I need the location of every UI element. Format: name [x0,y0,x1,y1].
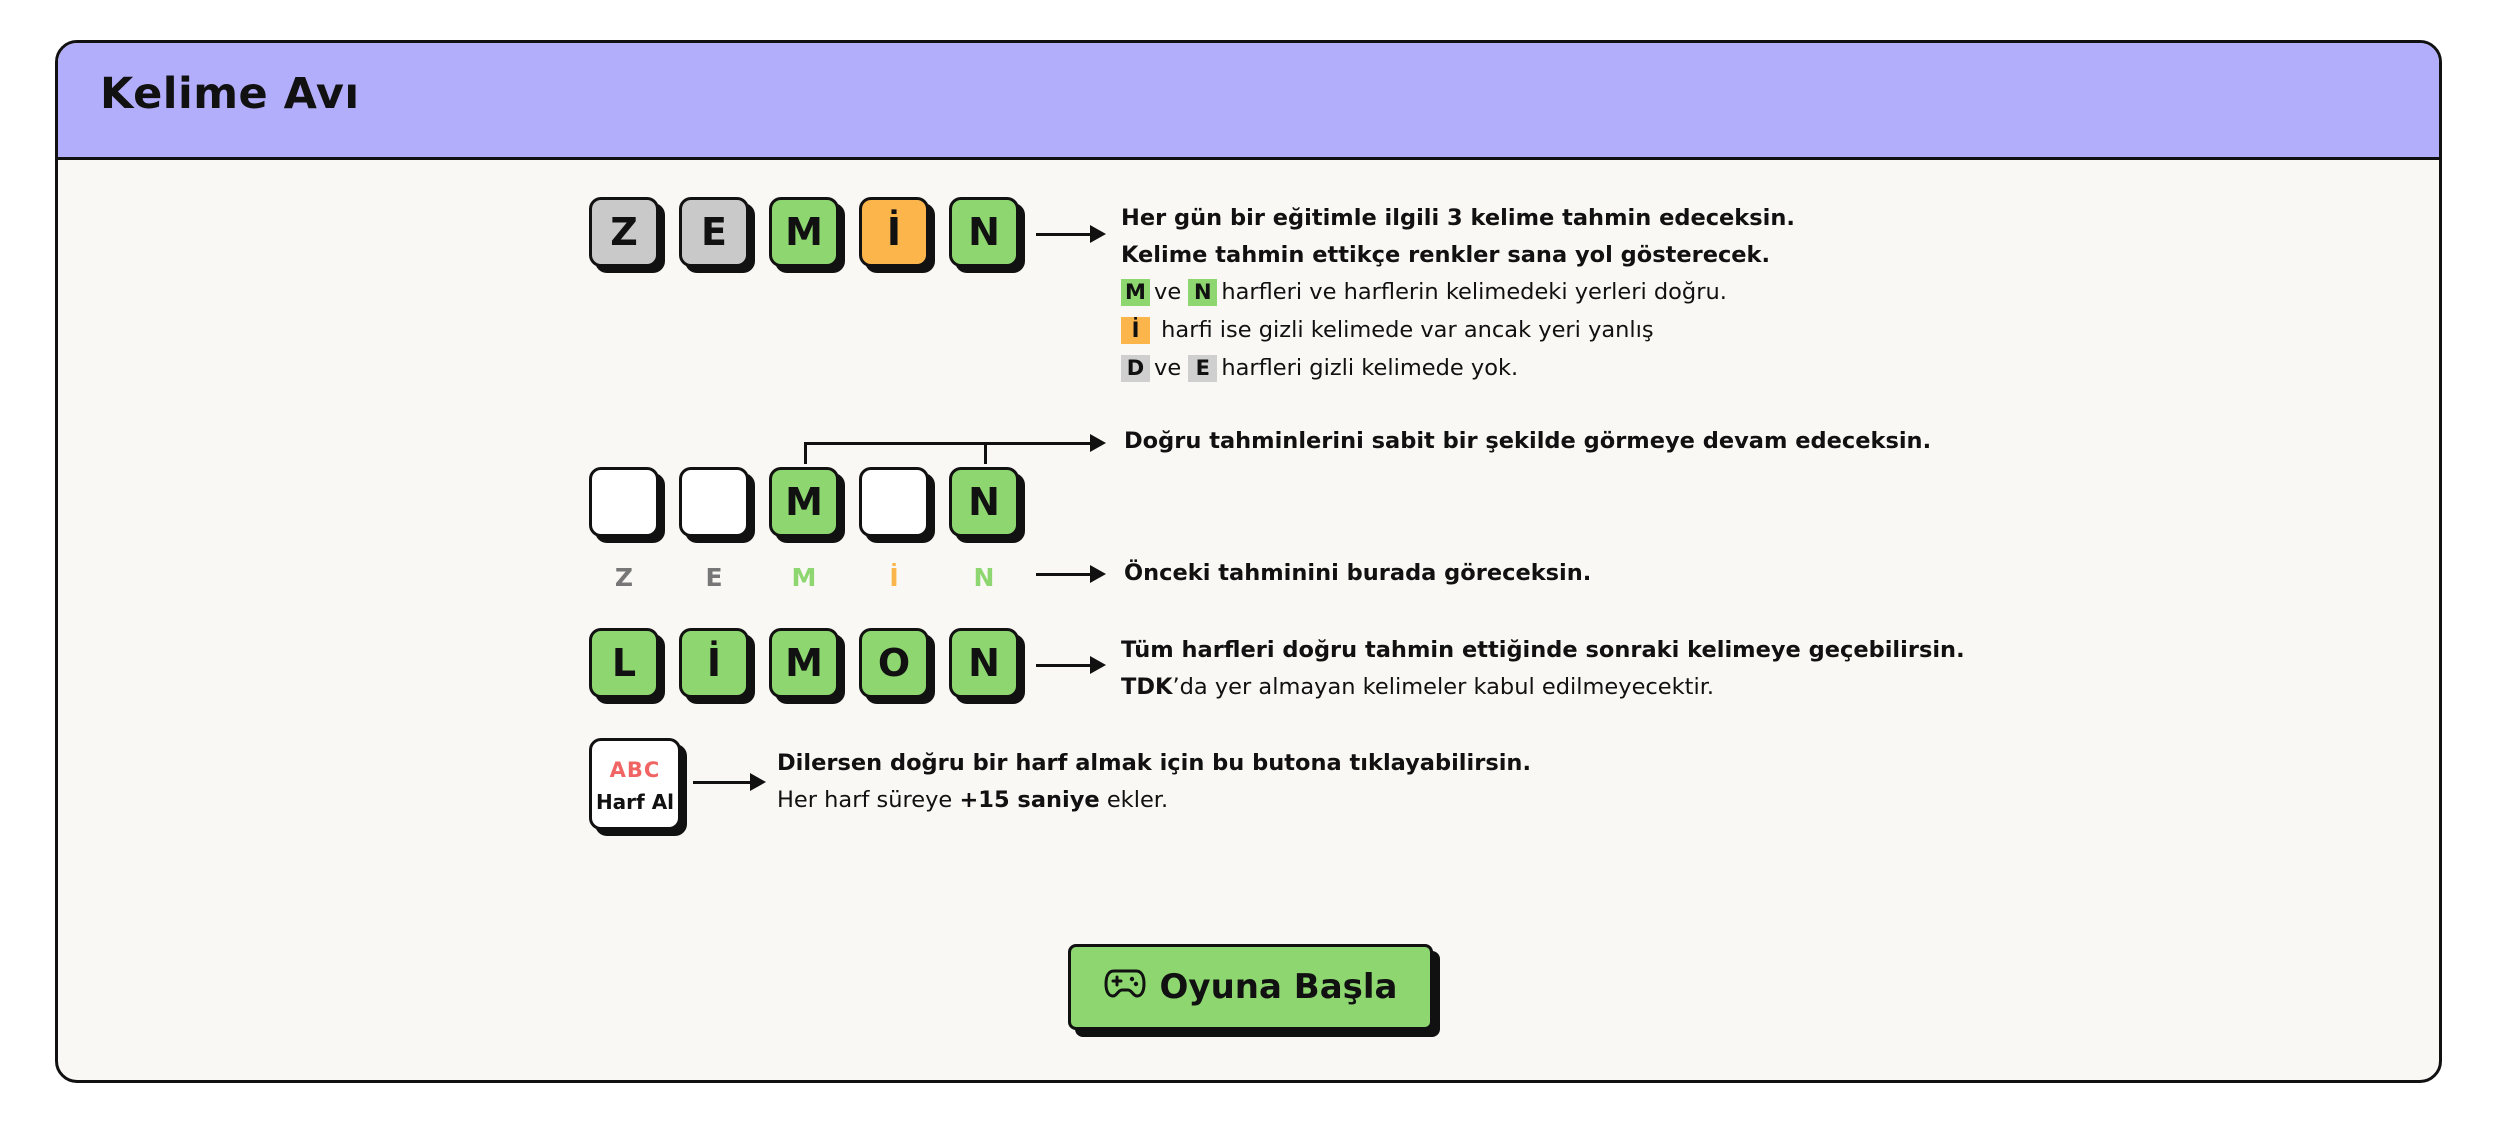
arrow-previous [1036,565,1106,583]
arrow-bracket [986,434,1106,452]
prev-letter-5: N [973,563,995,592]
bracket-right [984,442,987,464]
tile-row1-3: M [769,197,839,267]
row2-note: Doğru tahminlerini sabit bir şekilde gör… [1124,428,1932,454]
arrow-hint [693,773,766,791]
tile-row3-4: O [859,628,929,698]
tile-row3-5: N [949,628,1019,698]
row3-line1: Tüm harfleri doğru tahmin ettiğinde sonr… [1121,637,1965,663]
tile-row2-1 [589,467,659,537]
tile-row1-5: N [949,197,1019,267]
tile-row1-2: E [679,197,749,267]
bracket-top [804,442,987,445]
arrow-row3 [1036,656,1106,674]
ve-text-2: ve [1154,355,1182,381]
chip-d: D [1121,355,1150,382]
tile-row1-4: İ [859,197,929,267]
row1-line5-text: harfleri gizli kelimede yok. [1221,355,1519,381]
prev-letter-2: E [705,563,723,592]
start-game-button[interactable]: Oyuna Başla [1068,944,1433,1030]
row1-line4: İ harfi ise gizli kelimede var ancak yer… [1121,317,1654,344]
harf-al-button[interactable]: ABC Harf Al [589,738,681,830]
prev-letter-4: İ [889,563,899,592]
hint-line2-pre: Her harf süreye [777,787,953,813]
tile-row1-1: Z [589,197,659,267]
chip-n: N [1188,279,1218,306]
header: Kelime Avı [58,43,2439,160]
row1-line4-text: harfi ise gizli kelimede var ancak yeri … [1161,317,1654,343]
chip-i: İ [1121,317,1150,344]
tile-row2-3: M [769,467,839,537]
tile-row3-1: L [589,628,659,698]
row1-line1: Her gün bir eğitimle ilgili 3 kelime tah… [1121,205,1795,231]
previous-note: Önceki tahminini burada göreceksin. [1124,560,1592,586]
hint-line2: Her harf süreye +15 saniye ekler. [777,789,1168,812]
row1-line3-text: harfleri ve harflerin kelimedeki yerleri… [1221,279,1727,305]
prev-letter-1: Z [614,563,634,592]
ve-text-1: ve [1154,279,1182,305]
tile-row2-2 [679,467,749,537]
start-button-label: Oyuna Başla [1159,967,1398,1007]
row1-line2: Kelime tahmin ettikçe renkler sana yol g… [1121,242,1771,268]
hint-line2-bold: +15 saniye [959,787,1100,813]
harf-al-label: Harf Al [595,790,675,814]
chip-e: E [1188,355,1218,382]
row3-line2: TDK’da yer almayan kelimeler kabul edilm… [1121,676,1714,699]
tdk-text: TDK [1121,674,1173,700]
bracket-left [804,442,807,464]
tile-row2-5: N [949,467,1019,537]
row3-line2-text: ’da yer almayan kelimeler kabul edilmeye… [1172,674,1715,700]
page-title: Kelime Avı [100,69,360,119]
abc-icon: ABC [609,758,661,782]
instructions-card: Kelime Avı [55,40,2442,1083]
tile-row2-4 [859,467,929,537]
tile-row3-3: M [769,628,839,698]
hint-line1: Dilersen doğru bir harf almak için bu bu… [777,750,1532,776]
gamepad-icon [1104,967,1146,1008]
tile-row3-2: İ [679,628,749,698]
chip-m: M [1121,279,1150,306]
hint-line2-post: ekler. [1106,787,1169,813]
arrow-row1 [1036,225,1106,243]
prev-letter-3: M [791,563,817,592]
